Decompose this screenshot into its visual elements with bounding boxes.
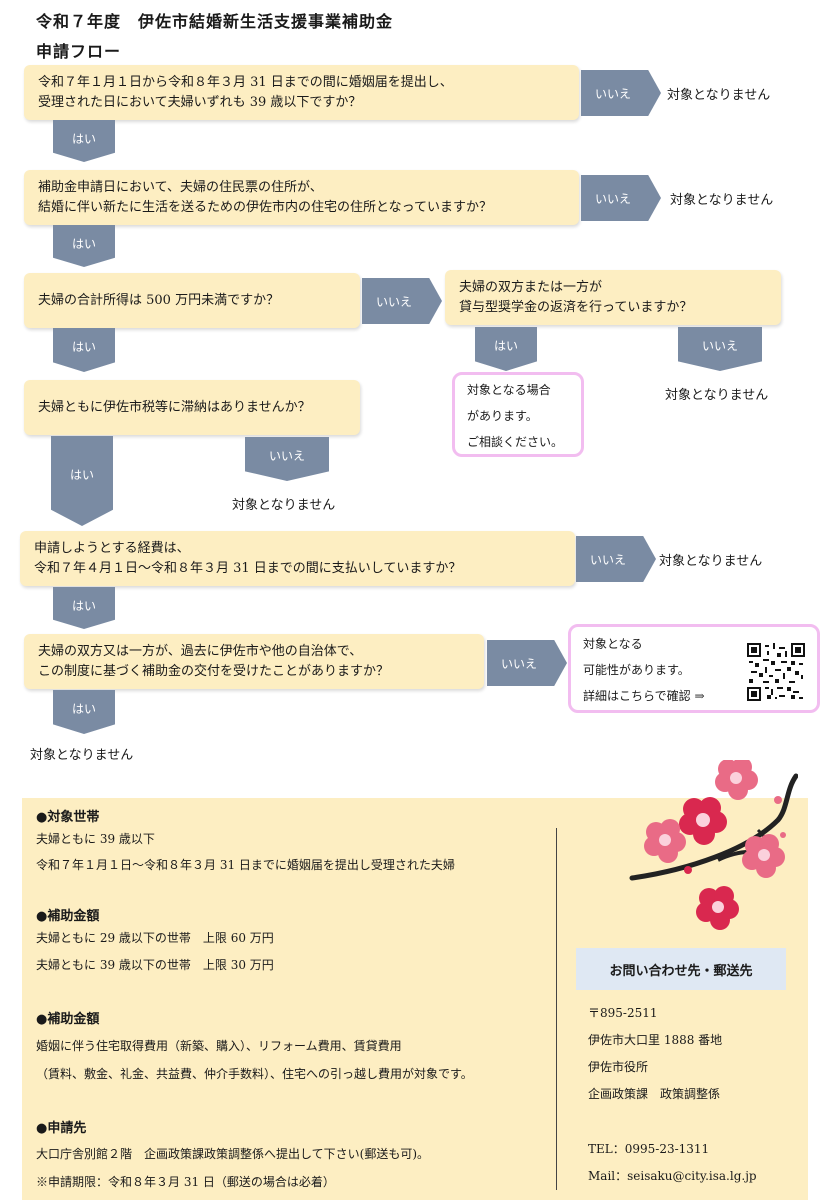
q4-no-arrow: いいえ xyxy=(245,437,329,481)
contact-office: 伊佐市役所 xyxy=(588,1060,649,1074)
question-3-line1: 夫婦の合計所得は 500 万円未満ですか？ xyxy=(38,292,280,308)
question-3b-box: 夫婦の双方または一方が 貸与型奨学金の返済を行っていますか？ xyxy=(445,270,781,325)
flower-3 xyxy=(644,819,686,863)
question-1-line1: 令和７年１月１日から令和８年３月 31 日までの間に婚姻届を提出し、 xyxy=(38,74,453,90)
question-5-line1: 申請しようとする経費は、 xyxy=(34,540,190,556)
amount-line2: 夫婦ともに 39 歳以下の世帯 上限 30 万円 xyxy=(36,958,274,972)
q5-yes-arrow: はい xyxy=(53,587,115,629)
target-line1: 夫婦ともに 39 歳以下 xyxy=(36,832,155,846)
question-2-box: 補助金申請日において、夫婦の住民票の住所が、 結婚に伴い新たに生活を送るための伊… xyxy=(24,170,579,225)
consult-box: 対象となる場合 があります。 ご相談ください。 xyxy=(452,372,584,457)
question-1-box: 令和７年１月１日から令和８年３月 31 日までの間に婚姻届を提出し、 受理された… xyxy=(24,65,579,120)
q4-yes-arrow: はい xyxy=(51,436,113,526)
apply-head: ●申請先 xyxy=(36,1121,87,1136)
question-6-box: 夫婦の双方又は一方が、過去に伊佐市や他の自治体で、 この制度に基づく補助金の交付… xyxy=(24,634,484,689)
q1-no-arrow: いいえ xyxy=(581,70,661,116)
q2-yes-arrow: はい xyxy=(53,225,115,267)
info-panel xyxy=(22,798,808,1200)
page-title: 令和７年度 伊佐市結婚新生活支援事業補助金 xyxy=(36,12,394,31)
expense-line2: （賃料、敷金、礼金、共益費、仲介手数料）、住宅への引っ越し費用が対象です。 xyxy=(36,1067,473,1081)
question-5-box: 申請しようとする経費は、 令和７年４月１日～令和８年３月 31 日までの間に支払… xyxy=(20,531,575,586)
apply-line1: 大口庁舎別館２階 企画政策課政策調整係へ提出して下さい(郵送も可)。 xyxy=(36,1147,430,1161)
question-3b-line2: 貸与型奨学金の返済を行っていますか？ xyxy=(459,299,693,315)
q3-yes-arrow: はい xyxy=(53,328,115,372)
question-2-line1: 補助金申請日において、夫婦の住民票の住所が、 xyxy=(38,179,323,195)
q6-yes-result: 対象となりません xyxy=(30,748,134,763)
expense-head: ●補助金額 xyxy=(36,1012,100,1027)
question-4-line1: 夫婦ともに伊佐市税等に滞納はありませんか？ xyxy=(38,399,311,415)
info-divider xyxy=(556,828,557,1190)
q3-no-arrow: いいえ xyxy=(362,278,442,324)
qr-code[interactable] xyxy=(747,643,805,701)
q1-yes-arrow: はい xyxy=(53,120,115,162)
target-head: ●対象世帯 xyxy=(36,810,100,825)
flower-5 xyxy=(696,886,739,930)
amount-line1: 夫婦ともに 29 歳以下の世帯 上限 60 万円 xyxy=(36,931,274,945)
question-4-box: 夫婦ともに伊佐市税等に滞納はありませんか？ xyxy=(24,380,360,435)
q2-no-arrow: いいえ xyxy=(581,175,661,221)
question-6-line1: 夫婦の双方又は一方が、過去に伊佐市や他の自治体で、 xyxy=(38,643,363,659)
page-subtitle: 申請フロー xyxy=(36,42,122,61)
q3b-no-result: 対象となりません xyxy=(665,388,769,403)
final-result-box: 対象となる 可能性があります。 詳細はこちらで確認 ⇒ xyxy=(568,624,820,713)
flower-1 xyxy=(715,760,758,800)
q4-no-result: 対象となりません xyxy=(232,498,336,513)
question-6-line2: この制度に基づく補助金の交付を受けたことがありますか？ xyxy=(38,663,390,679)
contact-address: 伊佐市大口里 1888 番地 xyxy=(588,1033,723,1047)
q2-no-result: 対象となりません xyxy=(670,193,774,208)
contact-dept: 企画政策課 政策調整係 xyxy=(588,1087,721,1101)
apply-line2: ※申請期限：令和８年３月 31 日（郵送の場合は必着） xyxy=(36,1175,335,1189)
contact-zip: 〒895-2511 xyxy=(588,1006,658,1020)
contact-tel: TEL：0995-23-1311 xyxy=(588,1142,710,1156)
expense-line1: 婚姻に伴う住宅取得費用（新築、購入）、リフォーム費用、賃貸費用 xyxy=(36,1039,402,1053)
flower-2 xyxy=(679,797,727,845)
question-1-line2: 受理された日において夫婦いずれも 39 歳以下ですか？ xyxy=(38,94,362,110)
target-line2: 令和７年１月１日～令和８年３月 31 日までに婚姻届を提出し受理された夫婦 xyxy=(36,858,455,872)
consult-line3: ご相談ください。 xyxy=(467,435,564,449)
contact-mail[interactable]: Mail：seisaku@city.isa.lg.jp xyxy=(588,1169,757,1183)
final-line2: 可能性があります。 xyxy=(583,663,690,677)
q6-no-arrow: いいえ xyxy=(487,640,567,686)
question-5-line2: 令和７年４月１日～令和８年３月 31 日までの間に支払いしていますか？ xyxy=(34,560,462,576)
q3b-no-arrow: いいえ xyxy=(678,327,762,371)
question-2-line2: 結婚に伴い新たに生活を送るための伊佐市内の住宅の住所となっていますか？ xyxy=(38,199,492,215)
q3b-yes-arrow: はい xyxy=(475,327,537,371)
amount-head: ●補助金額 xyxy=(36,909,100,924)
q5-no-arrow: いいえ xyxy=(576,536,656,582)
contact-head: お問い合わせ先・郵送先 xyxy=(576,948,786,990)
final-line1: 対象となる xyxy=(583,637,643,651)
flower-4 xyxy=(742,834,785,878)
question-3-box: 夫婦の合計所得は 500 万円未満ですか？ xyxy=(24,273,360,328)
q5-no-result: 対象となりません xyxy=(659,554,763,569)
question-3b-line1: 夫婦の双方または一方が xyxy=(459,279,603,295)
q1-no-result: 対象となりません xyxy=(667,88,771,103)
final-line3: 詳細はこちらで確認 ⇒ xyxy=(583,689,705,703)
consult-line1: 対象となる場合 xyxy=(467,383,551,397)
q6-yes-arrow: はい xyxy=(53,690,115,734)
consult-line2: があります。 xyxy=(467,409,538,423)
plum-blossom-illustration xyxy=(629,760,798,930)
